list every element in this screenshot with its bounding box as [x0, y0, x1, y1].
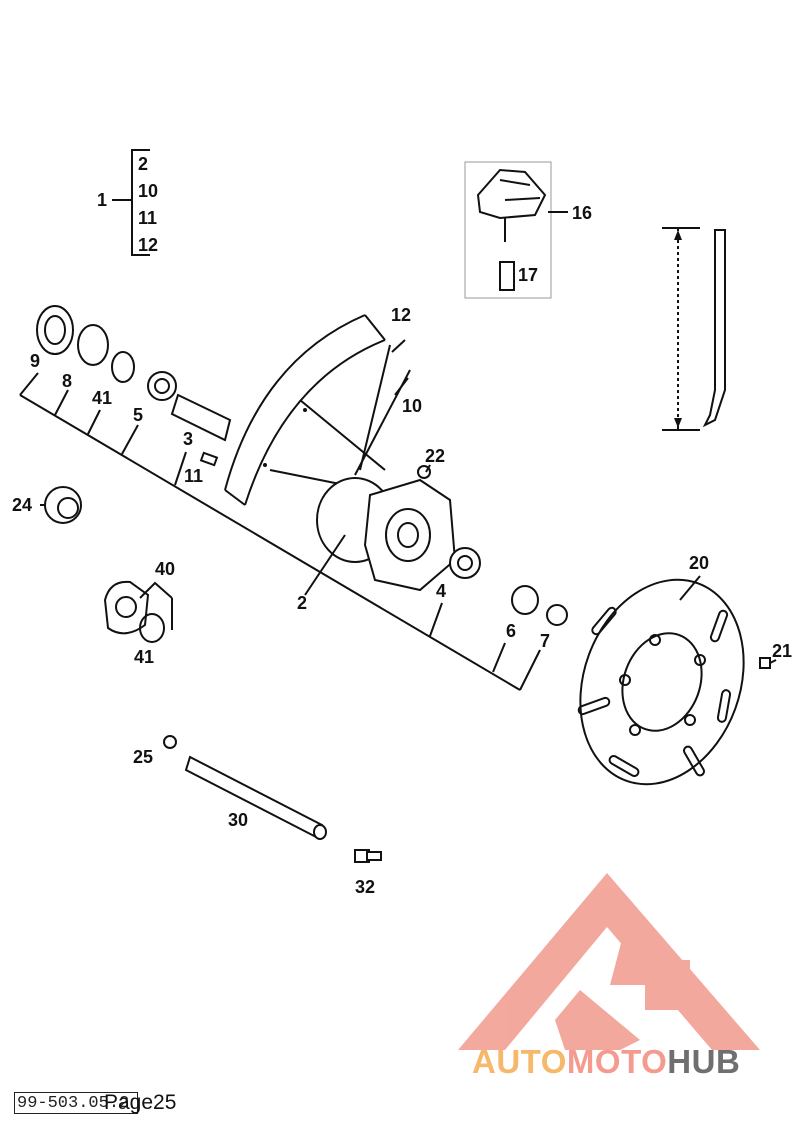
callout-41-top: 41: [92, 388, 112, 408]
watermark-brand-text: AUTOMOTOHUB: [472, 1043, 740, 1081]
callout-20: 20: [689, 553, 709, 573]
spoke-detail: [662, 227, 726, 431]
callout-12: 12: [391, 305, 411, 325]
callout-2: 2: [297, 593, 307, 613]
group-bracket: 1 2 10 11 12: [97, 149, 158, 256]
rim: [224, 314, 411, 506]
callout-labels: 9 8 41 5 3 11 12 10 22 24 2 4 40 41 6 7 …: [12, 305, 792, 897]
callout-1: 1: [97, 190, 107, 210]
watermark-logo: [458, 873, 760, 1050]
assembly-axis-line: [19, 372, 541, 691]
brand-hub: HUB: [667, 1043, 741, 1080]
callout-30: 30: [228, 810, 248, 830]
page-label: Page25: [104, 1091, 177, 1114]
callout-32: 32: [355, 877, 375, 897]
callout-10: 10: [402, 396, 422, 416]
callout-40: 40: [155, 559, 175, 579]
valve-detail-box: 16 17: [464, 161, 592, 299]
callout-group-11: 11: [138, 208, 157, 228]
callout-group-2: 2: [138, 154, 148, 174]
callout-leaders: [171, 339, 701, 630]
callout-6: 6: [506, 621, 516, 641]
callout-4: 4: [436, 581, 446, 601]
callout-22: 22: [425, 446, 445, 466]
axle-and-bolts: [163, 735, 382, 863]
brand-auto: AUTO: [472, 1043, 567, 1080]
callout-5: 5: [133, 405, 143, 425]
callout-11: 11: [184, 466, 203, 486]
callout-9: 9: [30, 351, 40, 371]
callout-16: 16: [572, 203, 592, 223]
callout-21: 21: [772, 641, 792, 661]
left-seals-bearings: [36, 305, 232, 467]
callout-8: 8: [62, 371, 72, 391]
callout-group-10: 10: [138, 181, 158, 201]
callout-17: 17: [518, 265, 538, 285]
brake-disc: [577, 578, 777, 786]
callout-41-bottom: 41: [134, 647, 154, 667]
callout-24: 24: [12, 495, 32, 515]
brand-moto: MOTO: [566, 1043, 668, 1080]
doc-code: 99-503.05.2: [14, 1092, 138, 1114]
hub: [316, 465, 568, 626]
callout-3: 3: [183, 429, 193, 449]
spacer-24: [40, 486, 82, 524]
callout-7: 7: [540, 631, 550, 651]
callout-group-12: 12: [138, 235, 158, 255]
callout-25: 25: [133, 747, 153, 767]
speedo-drive: [103, 580, 173, 643]
